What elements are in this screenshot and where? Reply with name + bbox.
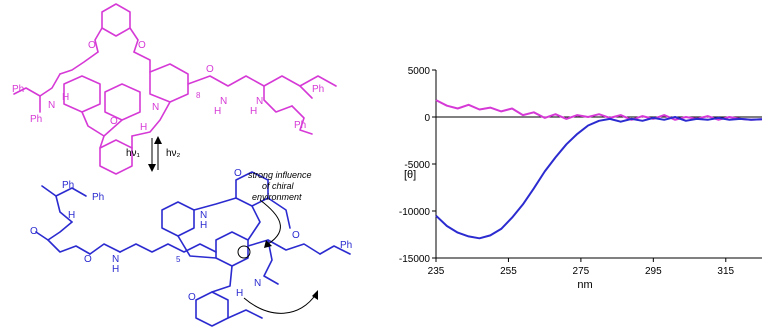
upper-label-2: Ph xyxy=(312,84,324,95)
upper-label-13: H xyxy=(140,122,147,133)
annotation-line-2: of chiral xyxy=(262,181,295,191)
y-tick-label-4: -15000 xyxy=(399,254,431,265)
y-ticks: 5000 0 -5000 -10000 -15000 xyxy=(399,66,436,265)
upper-label-0: Ph xyxy=(12,84,24,95)
reverse-light-label: hν₂ xyxy=(166,148,181,159)
y-tick-label-2: -5000 xyxy=(404,160,430,171)
lower-label-7: O xyxy=(292,230,300,241)
lower-label-1: Ph xyxy=(92,192,104,203)
photo-switch: hν₁ hν₂ xyxy=(126,136,181,172)
upper-label-7: O xyxy=(206,64,214,75)
lower-label-15: 5 xyxy=(176,255,181,264)
y-tick-label-1: 0 xyxy=(424,113,430,124)
x-tick-label-3: 295 xyxy=(645,266,662,277)
upper-label-14: H xyxy=(214,106,221,117)
upper-label-15: H xyxy=(250,106,257,117)
upper-label-8: N xyxy=(48,100,55,111)
series-line-1 xyxy=(435,116,763,240)
upper-label-9: N xyxy=(152,102,159,113)
lower-label-11: H xyxy=(68,210,75,221)
lower-structure: Ph Ph Ph O O O O O N N N H H H H 5 stron… xyxy=(30,168,352,327)
lower-label-3: O xyxy=(30,226,38,237)
lower-label-9: N xyxy=(200,210,207,221)
annotation-line-1: strong influence xyxy=(248,170,312,180)
x-ticks: 235 255 275 295 315 xyxy=(428,257,762,277)
x-tick-label-2: 275 xyxy=(573,266,590,277)
chart-x-label: nm xyxy=(577,279,592,291)
lower-label-10: N xyxy=(254,278,261,289)
upper-structure: Ph Ph Ph Ph O O O O N N N N H H H H 8 xyxy=(12,3,337,175)
upper-label-1: Ph xyxy=(30,114,42,125)
y-tick-label-0: 5000 xyxy=(408,66,431,77)
upper-label-3: Ph xyxy=(294,120,306,131)
lower-label-0: Ph xyxy=(62,180,74,191)
lower-label-8: N xyxy=(112,254,119,265)
upper-label-5: O xyxy=(138,40,146,51)
series-line-0 xyxy=(435,99,763,121)
annotation-line-3: environment xyxy=(252,192,302,202)
upper-label-10: N xyxy=(220,96,227,107)
chart-y-label: [θ] xyxy=(404,169,416,181)
upper-label-12: H xyxy=(62,92,69,103)
lower-label-6: O xyxy=(188,292,196,303)
lower-label-12: H xyxy=(112,264,119,275)
forward-light-label: hν₁ xyxy=(126,148,141,159)
y-tick-label-3: -10000 xyxy=(399,207,431,218)
lower-label-14: H xyxy=(236,288,243,299)
lower-label-13: H xyxy=(200,220,207,231)
upper-label-6: O xyxy=(110,116,118,127)
x-tick-label-0: 235 xyxy=(428,266,445,277)
x-tick-label-1: 255 xyxy=(500,266,517,277)
lower-label-2: Ph xyxy=(340,240,352,251)
series-layer xyxy=(435,99,763,240)
x-tick-label-4: 315 xyxy=(717,266,734,277)
lower-label-5: O xyxy=(234,168,242,179)
cd-chart: 5000 0 -5000 -10000 -15000 235 255 275 295 315 [… xyxy=(399,66,763,291)
lower-label-4: O xyxy=(84,254,92,265)
upper-label-4: O xyxy=(88,40,96,51)
upper-label-11: N xyxy=(256,96,263,107)
upper-label-16: 8 xyxy=(196,91,201,100)
